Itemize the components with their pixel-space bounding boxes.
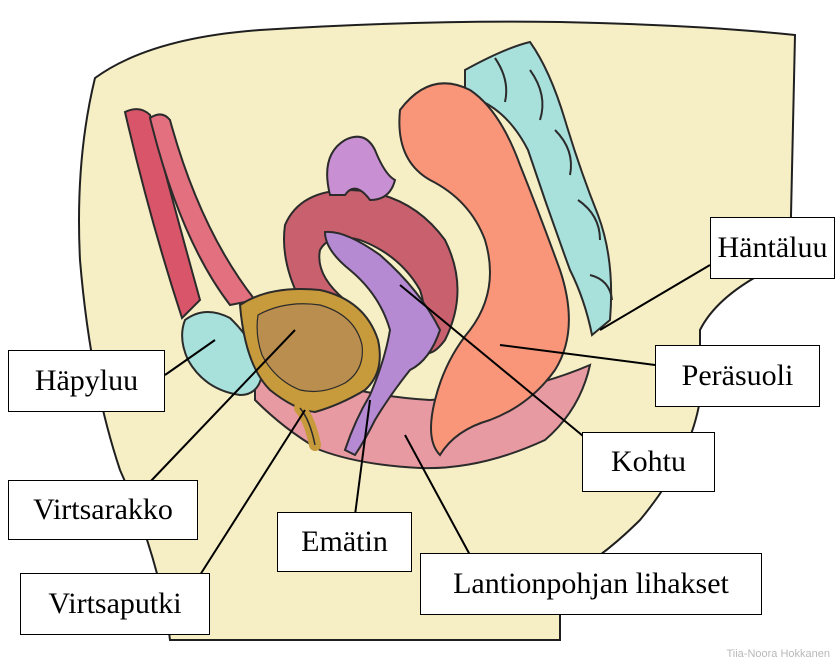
label-hapyluu: Häpyluu xyxy=(8,350,165,412)
credit-text: Tiia-Noora Hokkanen xyxy=(726,648,830,660)
label-virtsarakko: Virtsarakko xyxy=(8,480,198,540)
label-lantionpohjan-lihakset: Lantionpohjan lihakset xyxy=(420,553,762,615)
label-hantaluu: Häntäluu xyxy=(710,217,835,279)
label-ematin: Emätin xyxy=(277,512,412,572)
label-kohtu: Kohtu xyxy=(582,432,715,492)
label-virtsaputki: Virtsaputki xyxy=(20,573,210,635)
label-perasuoli: Peräsuoli xyxy=(655,345,820,407)
